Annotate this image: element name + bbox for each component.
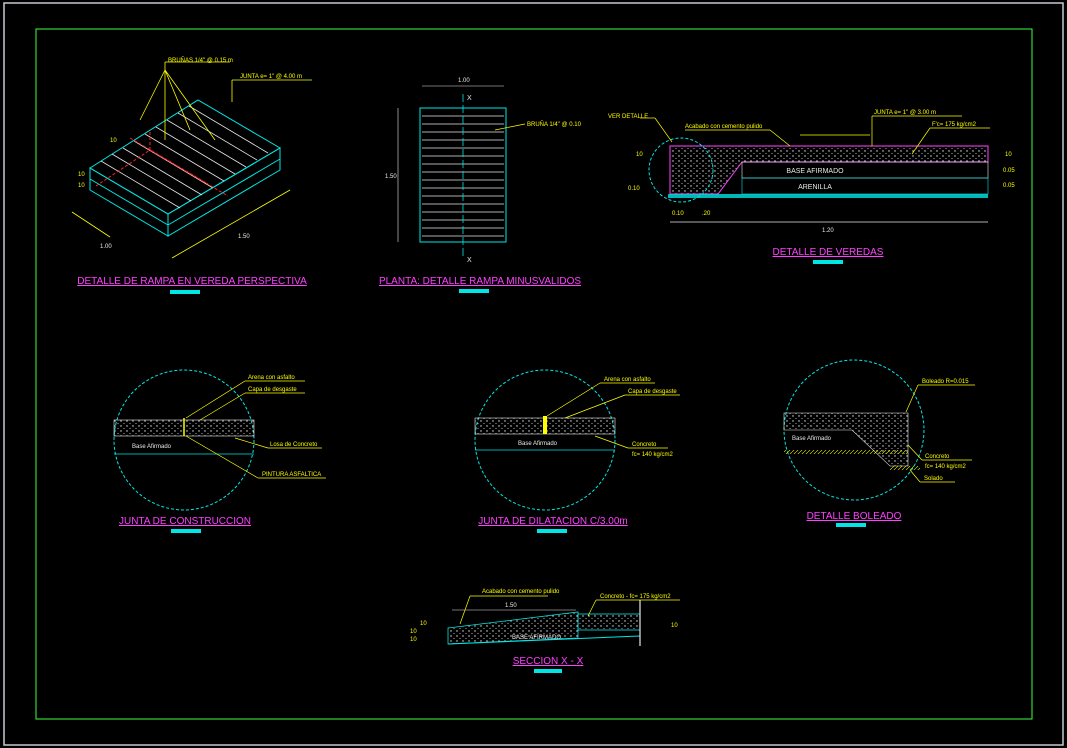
perspective-scale-bar [170,290,200,294]
perspective-dim-150: 1.50 [238,234,250,240]
seccion-layer-base: BASE AFIRMADO [512,635,561,641]
boleado-note3: fc= 140 kg/cm2 [925,464,967,470]
veredas-title: DETALLE DE VEREDAS [773,247,884,258]
construccion-note2: Capa de desgaste [248,387,297,393]
planta-cut-bottom: X [467,257,472,264]
seccion-note-concreto: Concreto - fc= 175 kg/cm2 [600,594,671,600]
boleado-solado [890,466,920,470]
dilatacion-detail: Arena con asfalto Capa de desgaste Concr… [474,369,680,533]
planta-dim-top: 1.00 [458,78,470,84]
veredas-layer-base: BASE AFIRMADO [786,168,844,175]
seccion-dim-150: 1.50 [505,603,517,609]
dilatacion-label-base: Base Afirmado [518,441,558,447]
boleado-note4: Solado [924,476,943,482]
construccion-title: JUNTA DE CONSTRUCCION [119,516,251,527]
seccion-base-line [447,635,641,645]
construccion-note4: PINTURA ASFALTICA [262,472,321,478]
dilatacion-scale-bar [537,529,567,533]
veredas-note-fc: F'c= 175 kg/cm2 [932,122,977,128]
dilatacion-note4: fc= 140 kg/cm2 [632,452,674,458]
construccion-label-base: Base Afirmado [132,444,172,450]
drawing-border [35,28,1033,720]
perspective-brunas [100,105,269,209]
perspective-note-junta: JUNTA e= 1" @ 4.00 m [240,74,302,80]
planta-cut-top: X [467,95,472,102]
veredas-leaders [640,115,990,223]
boleado-label-base: Base Afirmado [792,436,832,442]
veredas-ground [668,194,988,198]
perspective-dim-c: 10 [78,183,85,189]
boleado-base-hatch [784,450,908,454]
seccion-scale-bar [534,669,562,673]
seccion-dim-r: 10 [671,623,678,629]
boleado-detail: Boleado R=0.015 Concreto fc= 140 kg/cm2 … [783,359,975,527]
boleado-note2: Concreto [925,454,950,460]
planta-dim-side: 1.50 [385,174,397,180]
planta-leader [494,123,526,131]
perspective-dim-100: 1.00 [100,244,112,250]
veredas-dim-total: 1.20 [822,228,834,234]
planta-title: PLANTA: DETALLE RAMPA MINUSVALIDOS [379,276,581,287]
veredas-detail: VER DETALLE Acabado con cemento pulido J… [608,110,1015,264]
boleado-circle [783,359,925,501]
veredas-note-junta: JUNTA e= 1" @ 3.00 m [874,110,936,116]
perspective-dim-a: 10 [110,138,117,144]
veredas-dim-l1: 10 [636,152,643,158]
boleado-title: DETALLE BOLEADO [807,511,902,522]
dilatacion-joint [543,416,547,434]
planta-detail: 1.00 1.50 BRUÑA 1/4" @ 0.10 X X PLANTA: … [379,78,582,293]
veredas-layer-arena: ARENILLA [798,184,832,191]
dilatacion-title: JUNTA DE DILATACION C/3.00m [478,516,627,527]
dilatacion-note2: Capa de desgaste [628,389,677,395]
construccion-circle [113,369,255,511]
boleado-note1: Boleado R=0.015 [922,379,969,385]
veredas-dim-l2: 0.10 [628,186,640,192]
veredas-dim-r1: 10 [1005,152,1012,158]
veredas-detail-circle [648,137,714,203]
seccion-detail: Acabado con cemento pulido Concreto - fc… [410,589,680,673]
veredas-dim-r3: 0.05 [1003,183,1015,189]
seccion-dim-l2: 10 [410,629,417,635]
dilatacion-circle [474,369,616,511]
seccion-title: SECCION X - X [513,656,584,667]
perspective-detail: BRUÑAS 1/4" @ 0.15 m JUNTA e= 1" @ 4.00 … [71,57,312,294]
dilatacion-note1: Arena con asfalto [604,377,651,383]
perspective-hidden-lines [95,130,229,197]
dilatacion-note3: Concreto [632,442,657,448]
seccion-dim-l1: 10 [420,621,427,627]
veredas-dim-b1: 0.10 [672,211,684,217]
perspective-leaders [71,61,312,259]
veredas-scale-bar [813,260,843,264]
seccion-leaders [459,595,680,625]
seccion-note-acabado: Acabado con cemento pulido [482,589,560,595]
construccion-detail: Arena con asfalto Capa de desgaste Losa … [113,369,326,533]
construccion-scale-bar [171,529,201,533]
veredas-dim-r2: 0.05 [1003,168,1015,174]
veredas-note-ver: VER DETALLE [608,114,648,120]
dilatacion-leaders [546,382,680,449]
veredas-note-acabado: Acabado con cemento pulido [685,124,763,130]
perspective-dim-b: 10 [78,172,85,178]
perspective-slab [89,99,281,237]
perspective-note-bruna: BRUÑAS 1/4" @ 0.15 m [168,57,233,64]
seccion-dim-l3: 10 [410,637,417,643]
construccion-leaders [185,380,326,479]
planta-scale-bar [459,289,489,293]
seccion-slab [577,613,641,631]
planta-note-bruna: BRUÑA 1/4" @ 0.10 [527,121,582,128]
construccion-note3: Losa de Concreto [270,442,318,448]
construccion-note1: Arena con asfalto [248,375,295,381]
boleado-leaders [905,384,975,483]
veredas-dim-b2: .20 [702,211,711,217]
perspective-title: DETALLE DE RAMPA EN VEREDA PERSPECTIVA [77,276,307,287]
boleado-scale-bar [836,523,866,527]
outer-frame [3,2,1064,746]
seccion-ramp [447,611,579,645]
